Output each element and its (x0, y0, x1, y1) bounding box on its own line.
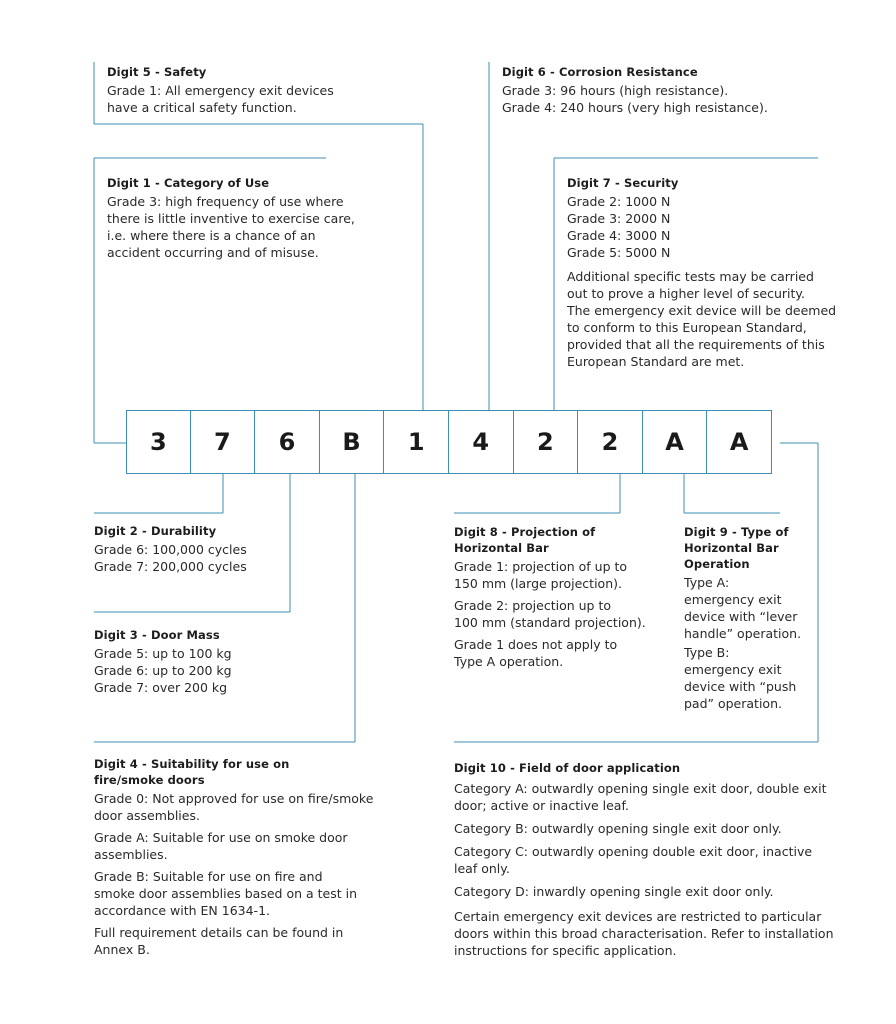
digit10-text: door; active or inactive leaf. (454, 798, 629, 813)
digit-box-3: 6 (255, 410, 320, 474)
digit5-title: Digit 5 - Safety (107, 65, 207, 79)
digit9-text: emergency exit (684, 662, 782, 677)
digit5-block: Digit 5 - Safety Grade 1: All emergency … (107, 64, 407, 116)
digit10-text: Category B: outwardly opening single exi… (454, 821, 782, 836)
digit10-text: leaf only. (454, 861, 510, 876)
digit3-text: Grade 6: up to 200 kg (94, 663, 232, 678)
digit3-title: Digit 3 - Door Mass (94, 628, 220, 642)
digit8-text: Grade 2: projection up to (454, 598, 612, 613)
digit9-text: pad” operation. (684, 696, 782, 711)
digit10-title: Digit 10 - Field of door application (454, 761, 681, 775)
digit10-text: Category A: outwardly opening single exi… (454, 781, 827, 796)
digit5-text: have a critical safety function. (107, 100, 297, 115)
digit2-title: Digit 2 - Durability (94, 524, 217, 538)
digit6-text: Grade 4: 240 hours (very high resistance… (502, 100, 768, 115)
digit7-grade: Grade 5: 5000 N (567, 245, 671, 260)
digit-box-1: 3 (126, 410, 191, 474)
digit7-block: Digit 7 - Security Grade 2: 1000 N Grade… (567, 175, 857, 370)
digit6-text: Grade 3: 96 hours (high resistance). (502, 83, 729, 98)
digit10-text: doors within this broad characterisation… (454, 926, 834, 941)
digit4-text: smoke door assemblies based on a test in (94, 886, 358, 901)
digit1-text: i.e. where there is a chance of an (107, 228, 316, 243)
digit7-note: to conform to this European Standard, (567, 320, 807, 335)
digit9-text: device with “push (684, 679, 797, 694)
digit10-text: Category D: inwardly opening single exit… (454, 884, 774, 899)
digit10-text: instructions for specific application. (454, 943, 677, 958)
digit8-text: 150 mm (large projection). (454, 576, 622, 591)
digit3-text: Grade 5: up to 100 kg (94, 646, 232, 661)
digit1-text: accident occurring and of misuse. (107, 245, 319, 260)
digit4-text: accordance with EN 1634-1. (94, 903, 270, 918)
digit7-note: European Standard are met. (567, 354, 745, 369)
digit10-block: Digit 10 - Field of door application Cat… (454, 760, 834, 959)
digit-box-6: 4 (448, 410, 514, 474)
digit8-text: Grade 1 does not apply to (454, 637, 618, 652)
digit9-title: Digit 9 - Type of Horizontal Bar Operati… (684, 525, 789, 571)
digit7-note: out to prove a higher level of security. (567, 286, 805, 301)
digit2-block: Digit 2 - Durability Grade 6: 100,000 cy… (94, 523, 334, 575)
digit-box-7: 2 (513, 410, 579, 474)
digit1-text: there is little inventive to exercise ca… (107, 211, 355, 226)
digit3-block: Digit 3 - Door Mass Grade 5: up to 100 k… (94, 627, 334, 696)
digit4-text: door assemblies. (94, 808, 200, 823)
digit2-text: Grade 7: 200,000 cycles (94, 559, 247, 574)
digit7-grade: Grade 2: 1000 N (567, 194, 671, 209)
digit5-text: Grade 1: All emergency exit devices (107, 83, 334, 98)
digit4-text: Grade B: Suitable for use on fire and (94, 869, 323, 884)
digit9-block: Digit 9 - Type of Horizontal Bar Operati… (684, 524, 824, 712)
digit9-text: handle” operation. (684, 626, 802, 641)
digit7-note: provided that all the requirements of th… (567, 337, 825, 352)
digit1-block: Digit 1 - Category of Use Grade 3: high … (107, 175, 407, 261)
digit4-text: Full requirement details can be found in (94, 925, 344, 940)
digit4-block: Digit 4 - Suitability for use on fire/sm… (94, 756, 394, 963)
digit-box-4: B (319, 410, 385, 474)
digit-box-5: 1 (384, 410, 449, 474)
digit1-title: Digit 1 - Category of Use (107, 176, 270, 190)
classification-code: 3 7 6 B 1 4 2 2 A A (126, 410, 772, 474)
digit9-text: Type B: (684, 645, 730, 660)
digit7-note: Additional specific tests may be carried (567, 269, 814, 284)
digit4-text: Grade A: Suitable for use on smoke door (94, 830, 348, 845)
digit7-grade: Grade 3: 2000 N (567, 211, 671, 226)
digit4-text: Grade 0: Not approved for use on fire/sm… (94, 791, 374, 806)
digit9-text: Type A: (684, 575, 730, 590)
digit8-text: Type A operation. (454, 654, 564, 669)
digit4-text: assemblies. (94, 847, 168, 862)
digit8-text: Grade 1: projection of up to (454, 559, 628, 574)
digit-box-9: A (642, 410, 708, 474)
digit10-text: Category C: outwardly opening double exi… (454, 844, 813, 859)
digit-box-10: A (707, 410, 772, 474)
digit8-block: Digit 8 - Projection of Horizontal Bar G… (454, 524, 654, 675)
digit6-block: Digit 6 - Corrosion Resistance Grade 3: … (502, 64, 822, 116)
digit1-text: Grade 3: high frequency of use where (107, 194, 344, 209)
digit-box-8: 2 (578, 410, 643, 474)
digit7-title: Digit 7 - Security (567, 176, 679, 190)
digit4-title: Digit 4 - Suitability for use on fire/sm… (94, 757, 290, 787)
digit7-note: The emergency exit device will be deemed (567, 303, 837, 318)
digit8-title: Digit 8 - Projection of Horizontal Bar (454, 525, 596, 555)
digit-box-2: 7 (190, 410, 256, 474)
digit8-text: 100 mm (standard projection). (454, 615, 646, 630)
digit7-grade: Grade 4: 3000 N (567, 228, 671, 243)
digit9-text: emergency exit (684, 592, 782, 607)
digit4-text: Annex B. (94, 942, 150, 957)
digit6-title: Digit 6 - Corrosion Resistance (502, 65, 698, 79)
digit9-text: device with “lever (684, 609, 798, 624)
digit3-text: Grade 7: over 200 kg (94, 680, 228, 695)
digit2-text: Grade 6: 100,000 cycles (94, 542, 247, 557)
digit10-text: Certain emergency exit devices are restr… (454, 909, 822, 924)
